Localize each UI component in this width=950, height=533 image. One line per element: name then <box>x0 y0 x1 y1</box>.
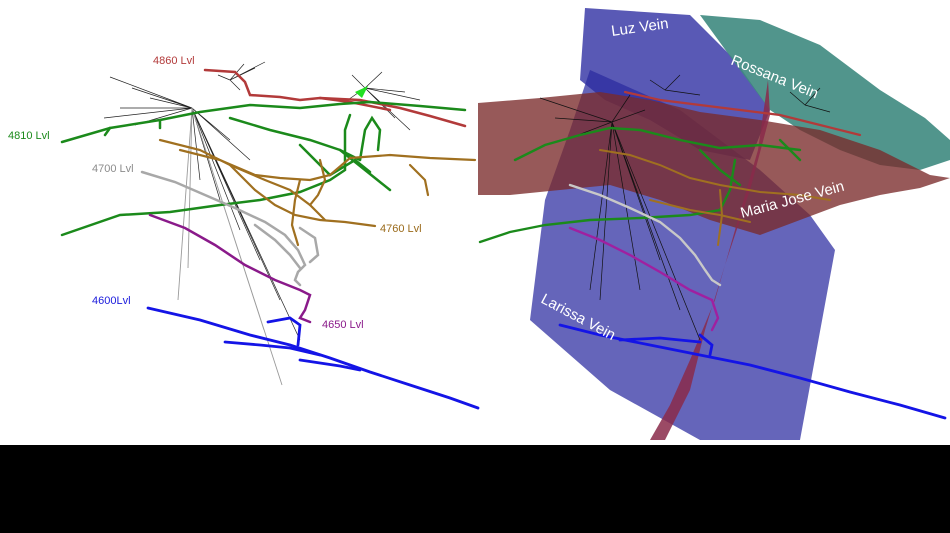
label-4650-level: 4650 Lvl <box>322 319 364 331</box>
right-brown-drifts <box>599 149 831 246</box>
label-4810-level: 4810 Lvl <box>8 130 50 142</box>
label-4760-level: 4760 Lvl <box>380 223 422 235</box>
level-4760-drifts <box>158 138 477 247</box>
diagram-canvas: 4860 Lvl 4810 Lvl 4700 Lvl 4760 Lvl 4600… <box>8 8 950 440</box>
mine-level-diagram: 4860 Lvl 4810 Lvl 4700 Lvl 4760 Lvl 4600… <box>0 0 950 445</box>
right-purple-drifts <box>568 226 720 332</box>
left-panel-level-plan: 4860 Lvl 4810 Lvl 4700 Lvl 4760 Lvl 4600… <box>8 55 480 410</box>
bottom-black-band <box>0 445 950 533</box>
label-4860-level: 4860 Lvl <box>153 55 195 67</box>
level-4700-drifts <box>140 170 320 287</box>
label-4700-level: 4700 Lvl <box>92 163 134 175</box>
right-panel-vein-model: Luz Vein Rossana Vein Maria Jose Vein La… <box>478 8 950 440</box>
label-4600-level: 4600Lvl <box>92 295 131 307</box>
level-4860-drifts <box>203 68 467 128</box>
drill-holes-right <box>539 74 831 341</box>
level-4600-drifts <box>146 306 480 410</box>
right-green-drifts <box>478 126 802 244</box>
green-marker-left <box>355 86 368 98</box>
right-gray-drifts <box>568 183 722 287</box>
level-4650-drifts <box>148 213 312 324</box>
right-red-drifts <box>623 90 862 137</box>
rossana-vein-surface <box>700 15 950 170</box>
right-blue-drifts <box>558 323 947 420</box>
level-4810-drifts <box>60 100 467 237</box>
